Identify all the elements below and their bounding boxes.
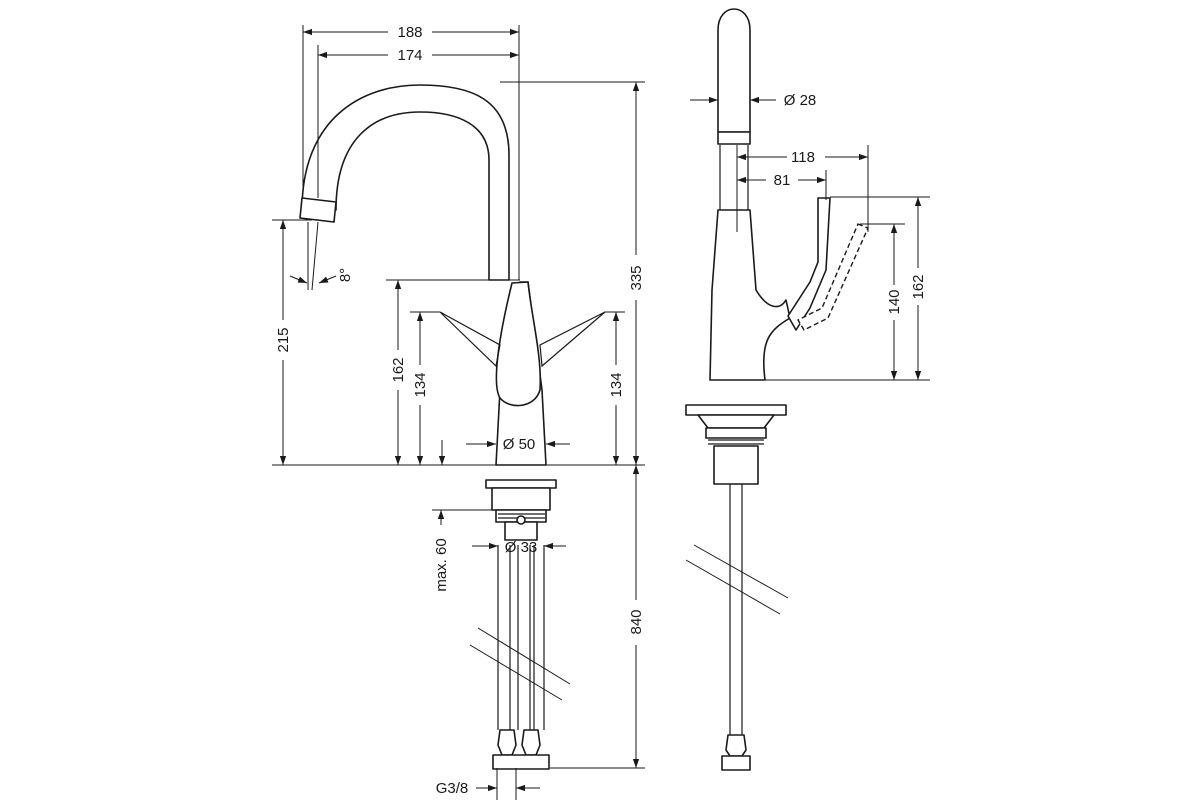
side-body — [709, 197, 869, 381]
front-body — [439, 281, 606, 466]
dim-angle: 8° — [289, 221, 354, 291]
dim-174-label: 174 — [397, 47, 422, 64]
dim-335-label: 335 — [628, 265, 645, 290]
dim-spout-diameter: Ø 28 — [690, 92, 816, 109]
dim-handle-134-right: 134 — [605, 311, 625, 465]
dim-134-right-label: 134 — [608, 372, 625, 397]
dim-body-diameter: Ø 50 — [466, 436, 570, 453]
dim-lever-140: 140 — [765, 223, 930, 381]
front-spout — [299, 84, 510, 281]
dim-hose-840: 840 — [550, 465, 645, 769]
dim-140-label: 140 — [886, 289, 903, 314]
dim-lever-118: 118 — [736, 145, 869, 232]
dim-215-label: 215 — [275, 327, 292, 352]
dim-angle-label: 8° — [337, 268, 354, 282]
dim-handle-162: 162 — [386, 279, 520, 465]
dim-height-335: 335 — [500, 81, 645, 465]
dim-width-188: 188 — [302, 24, 520, 280]
dim-81-label: 81 — [774, 172, 791, 189]
dim-162-side-label: 162 — [910, 274, 927, 299]
dim-thread-label: G3/8 — [436, 780, 469, 797]
dim-width-174: 174 — [317, 45, 519, 198]
dim-lever-162-side: 162 — [830, 196, 930, 380]
dim-33-label: Ø 33 — [505, 539, 538, 556]
dim-max60-label: max. 60 — [433, 538, 450, 591]
dim-118-label: 118 — [791, 149, 815, 166]
dim-shank-diameter: Ø 33 — [472, 539, 566, 556]
front-hoses — [469, 545, 571, 770]
dim-spout-215: 215 — [272, 219, 312, 465]
side-base — [685, 404, 787, 485]
dim-thread: G3/8 — [436, 768, 540, 800]
dim-handle-134-left: 134 — [410, 311, 446, 465]
dim-188-label: 188 — [397, 24, 422, 41]
dim-lever-81: 81 — [737, 170, 827, 200]
side-view: Ø 28 118 81 140 — [685, 8, 930, 771]
front-base — [485, 479, 557, 541]
dim-840-label: 840 — [628, 609, 645, 634]
front-view: 188 174 335 215 — [272, 24, 645, 800]
side-spout — [717, 8, 751, 210]
dim-134-left-label: 134 — [412, 372, 429, 397]
dim-max-60: max. 60 — [432, 509, 492, 592]
dim-162-front-label: 162 — [390, 357, 407, 382]
side-hose — [685, 484, 789, 771]
dim-28-label: Ø 28 — [784, 92, 817, 109]
dim-50-label: Ø 50 — [503, 436, 536, 453]
